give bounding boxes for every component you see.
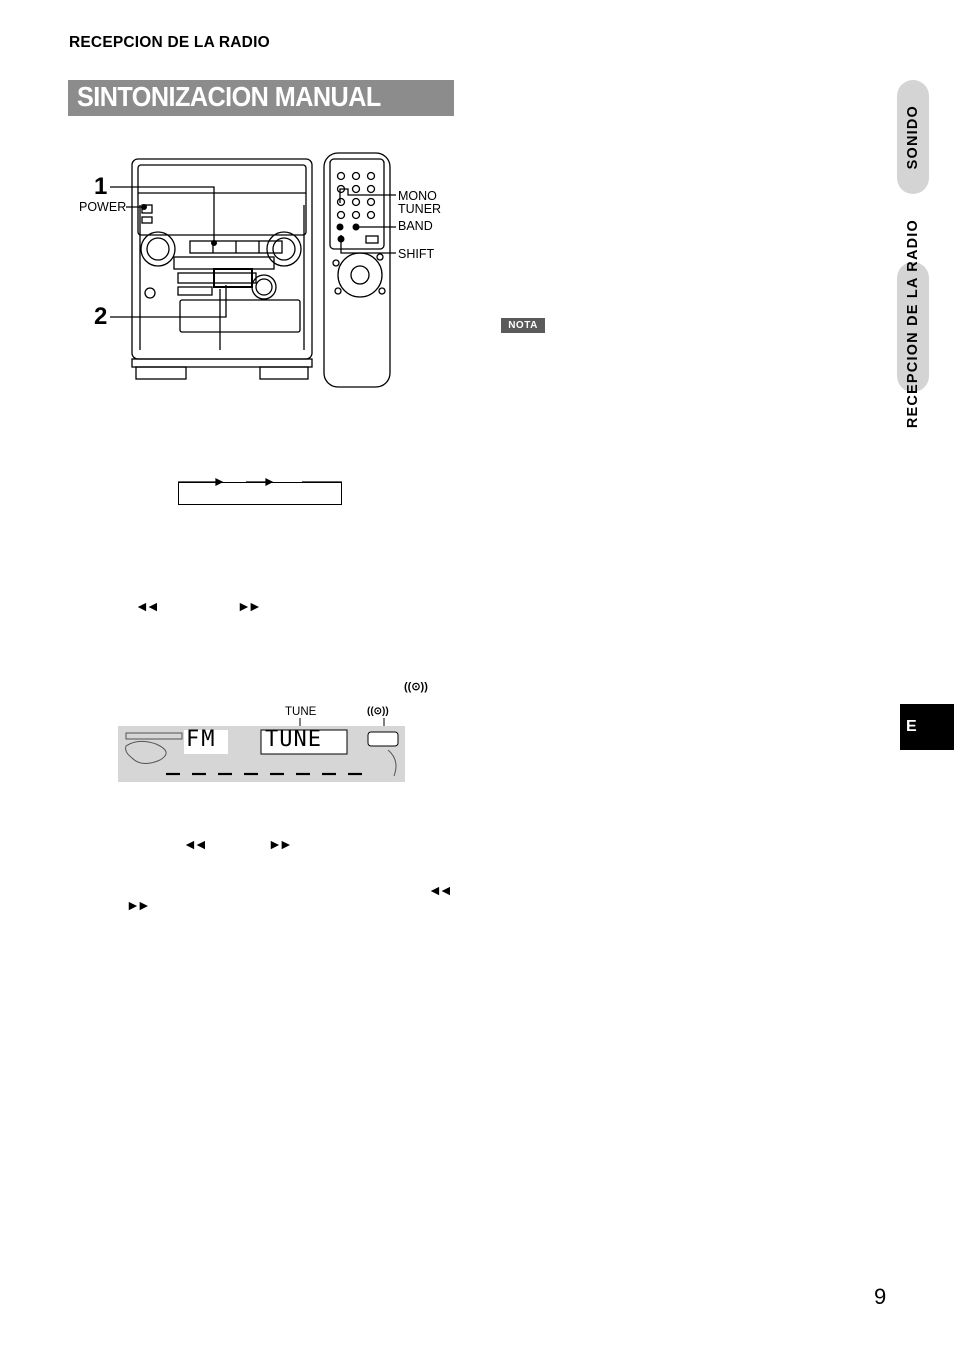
sonido-tab-bg [897,80,929,194]
section-heading: RECEPCION DE LA RADIO [69,34,270,51]
forward-icon-2: ►► [268,836,293,852]
callout-step-2: 2 [94,303,108,330]
forward-icon-3: ►► [126,897,151,913]
stereo-illustration [70,145,470,395]
page-number: 9 [874,1284,887,1309]
tab-sonido[interactable]: SONIDO [893,92,933,182]
radio-tab-bg [897,262,929,392]
callout-step-1: 1 [94,173,108,200]
stereo-unit-drawing [110,152,396,388]
power-label: POWER [79,200,127,214]
rewind-icon: ◄◄ [135,598,160,614]
tuner-label: TUNER [398,202,442,216]
language-tab[interactable]: E [900,704,954,750]
lcd-mode-text: TUNE [265,727,322,752]
band-cycle-arrows [178,478,342,486]
forward-icon: ►► [237,598,262,614]
display-stereo-label: ((⊙)) [367,706,389,717]
rewind-icon-3: ◄◄ [428,882,453,898]
mono-label: MONO [398,189,437,203]
stereo-icon: ((⊙)) [404,681,428,693]
tab-sonido-label: SONIDO [905,104,921,170]
band-label: BAND [398,219,433,233]
lcd-display [118,718,405,782]
tab-recepcion-label: RECEPCION DE LA RADIO [905,219,921,429]
shift-label: SHIFT [398,247,435,261]
tab-recepcion[interactable]: RECEPCION DE LA RADIO [893,206,933,442]
nota-badge: NOTA [501,318,545,333]
page-title: SINTONIZACION MANUAL [77,81,381,112]
rewind-icon-2: ◄◄ [183,836,208,852]
lcd-band-text: FM [186,727,217,752]
tune-label: TUNE [285,706,317,718]
title-bar: SINTONIZACION MANUAL [68,80,454,116]
